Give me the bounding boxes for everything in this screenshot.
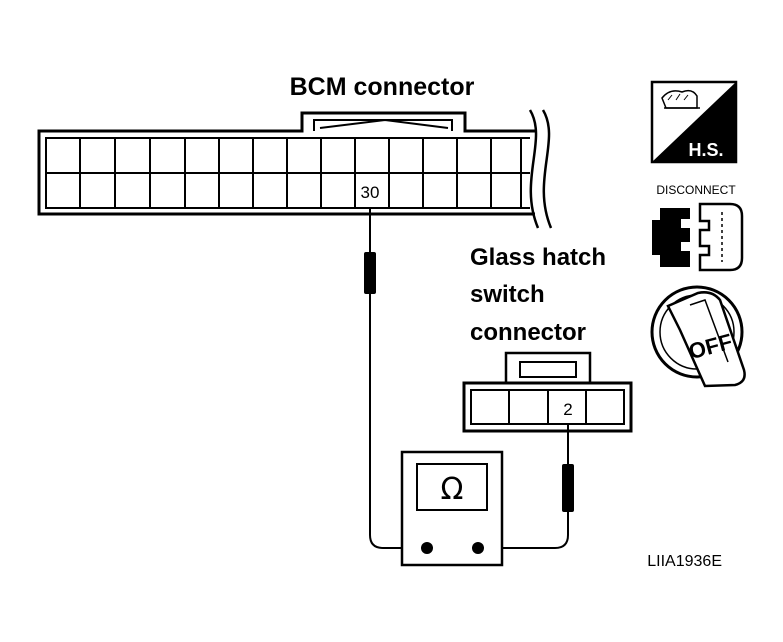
bcm-connector-label: BCM connector (290, 73, 475, 101)
glass-hatch-label-line3: connector (470, 319, 586, 346)
figure-code: LIIA1936E (647, 553, 722, 570)
ignition-off-icon: OFF (650, 285, 746, 388)
ohm-symbol: Ω (441, 472, 464, 507)
bcm-connector: 30 (37, 109, 553, 229)
ohmmeter-terminal-left (421, 542, 433, 554)
glass-hatch-label-line2: switch (470, 281, 545, 308)
hood-switch-text: H.S. (688, 140, 723, 160)
disconnect-icon: DISCONNECT (652, 183, 744, 272)
ohmmeter-terminal-right (472, 542, 484, 554)
ohmmeter: Ω (400, 450, 504, 567)
glass-hatch-connector: 2 (462, 351, 633, 433)
probe-lead-bcm (364, 208, 426, 549)
glass-hatch-label-line1: Glass hatch (470, 244, 606, 271)
disconnect-text: DISCONNECT (656, 183, 736, 197)
bcm-pin-number: 30 (361, 183, 380, 202)
probe-lead-glass-hatch (478, 424, 574, 549)
hood-switch-icon: H.S. (650, 80, 738, 164)
glass-hatch-pin-number: 2 (563, 400, 572, 419)
